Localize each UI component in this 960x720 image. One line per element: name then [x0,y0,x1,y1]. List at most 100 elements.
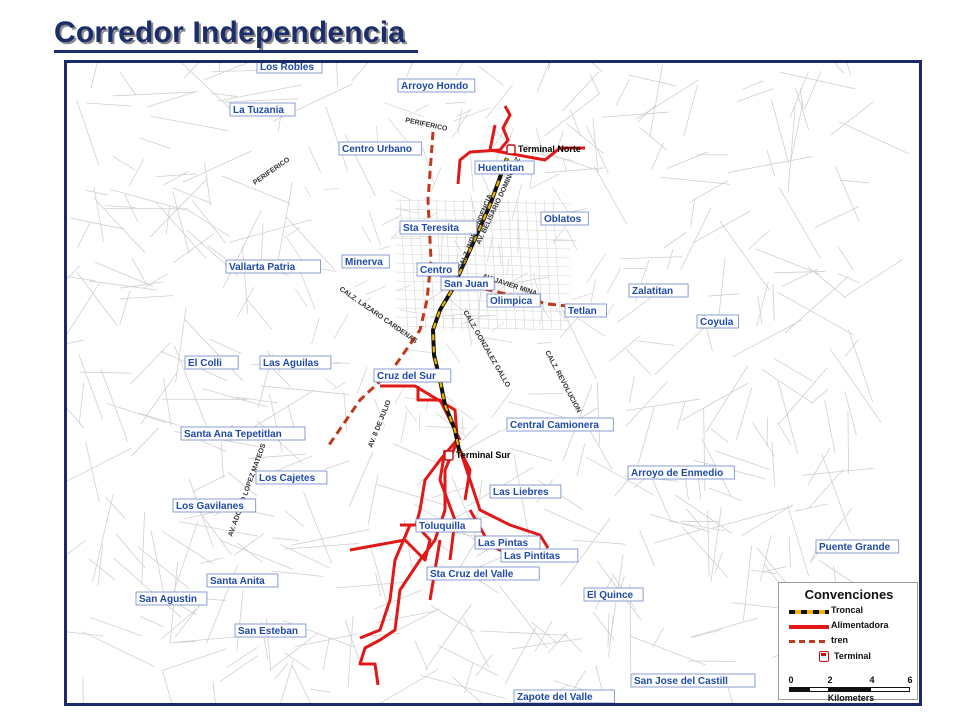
street-segment [810,388,829,404]
street-segment [323,188,339,190]
place-label[interactable]: Las Aguilas [263,358,319,369]
street-segment [777,422,792,445]
place-label[interactable]: Vallarta Patria [229,262,296,273]
feeder-route [488,124,585,162]
street-segment [404,405,418,422]
place-label[interactable]: Coyula [700,317,734,328]
place-label[interactable]: Las Pintas [478,538,528,549]
place-label[interactable]: San Esteban [238,626,298,637]
street-segment [803,70,822,110]
street-segment [303,491,332,564]
street-segment [76,99,100,166]
place-label-box [135,591,208,606]
street-segment [78,354,104,420]
place-label[interactable]: Oblatos [544,214,582,225]
place-label[interactable]: El Colli [188,358,222,369]
place-label[interactable]: Las Liebres [493,487,549,498]
street-segment [444,101,466,105]
street-segment [422,147,435,184]
place-label-box [180,426,306,441]
street-segment [660,176,731,185]
place-label[interactable]: Zalatitan [632,286,673,297]
street-segment [236,590,244,652]
place-label[interactable]: Sta Cruz del Valle [430,569,514,580]
place-label-box [373,368,452,383]
street-segment [686,508,702,527]
street-segment [681,526,729,578]
terminal-label[interactable]: Terminal Sur [456,450,511,460]
place-label[interactable]: Olimpica [490,296,533,307]
street-segment [382,214,402,226]
place-label[interactable]: Minerva [345,257,383,268]
street-segment [838,246,854,271]
place-label[interactable]: La Tuzania [233,105,284,116]
street-segment [272,537,300,541]
place-label[interactable]: Arroyo de Enmedio [631,468,723,479]
place-label-box [184,355,239,370]
place-label[interactable]: Central Camionera [510,420,599,431]
title-underline [54,50,418,53]
street-segment [770,99,790,164]
street-segment [463,617,490,669]
scale-segment [870,687,910,692]
place-label[interactable]: Centro Urbano [342,144,412,155]
place-label[interactable]: San Agustin [139,594,197,605]
place-label[interactable]: Santa Ana Tepetitlan [184,429,282,440]
scale-tick: 6 [907,675,913,685]
street-segment [772,283,775,321]
terminal-label[interactable]: Terminal Norte [518,144,581,154]
place-label-box [206,573,279,588]
place-label[interactable]: El Quince [587,590,634,601]
street-segment [534,199,544,331]
place-label[interactable]: Zapote del Valle [517,692,593,703]
place-label[interactable]: Las Pintitas [504,551,561,562]
place-label[interactable]: Los Robles [260,63,314,73]
place-label[interactable]: Tetlan [568,306,597,317]
street-segment [115,533,146,569]
street-segment [629,375,635,403]
street-segment [424,604,472,671]
street-segment [394,253,571,259]
street-segment [414,640,428,671]
place-label[interactable]: San Jose del Castill [634,676,728,687]
scale-unit: Kilometers [827,693,875,703]
place-label[interactable]: Huentitan [478,163,524,174]
train-lines [327,131,586,446]
street-segment [128,158,145,187]
place-label[interactable]: Cruz del Sur [377,371,436,382]
place-label[interactable]: Toluquilla [419,521,466,532]
place-label[interactable]: Los Gavilanes [176,501,244,512]
street-segment [104,205,136,208]
place-label[interactable]: Puente Grande [819,542,891,553]
street-segment [89,280,158,291]
street-segment [173,233,215,263]
place-label-box [172,498,257,513]
street-segment [344,620,361,664]
feeder-route [380,384,459,437]
place-label[interactable]: Los Cajetes [259,473,316,484]
place-label[interactable]: San Juan [444,279,488,290]
street-segment [140,371,178,425]
street-segment [160,606,200,640]
place-label-box [486,293,541,308]
street-segment [76,271,118,326]
place-label[interactable]: Centro [420,265,452,276]
street-segment [222,209,262,289]
place-label[interactable]: Santa Anita [210,576,265,587]
street-segment [378,245,391,250]
street-segment [211,92,238,97]
street-segment [183,318,244,382]
street-segment [271,570,324,577]
feeder-route [358,441,459,686]
street-segment [67,283,100,335]
street-segment [628,74,676,87]
street-label: CALZ. REVOLUCION [543,350,582,414]
street-segment [415,104,429,112]
place-label[interactable]: Sta Teresita [403,223,459,234]
street-segment [615,78,630,106]
scale-segment [809,687,829,692]
place-label[interactable]: Arroyo Hondo [401,81,468,92]
street-segment [192,474,226,493]
